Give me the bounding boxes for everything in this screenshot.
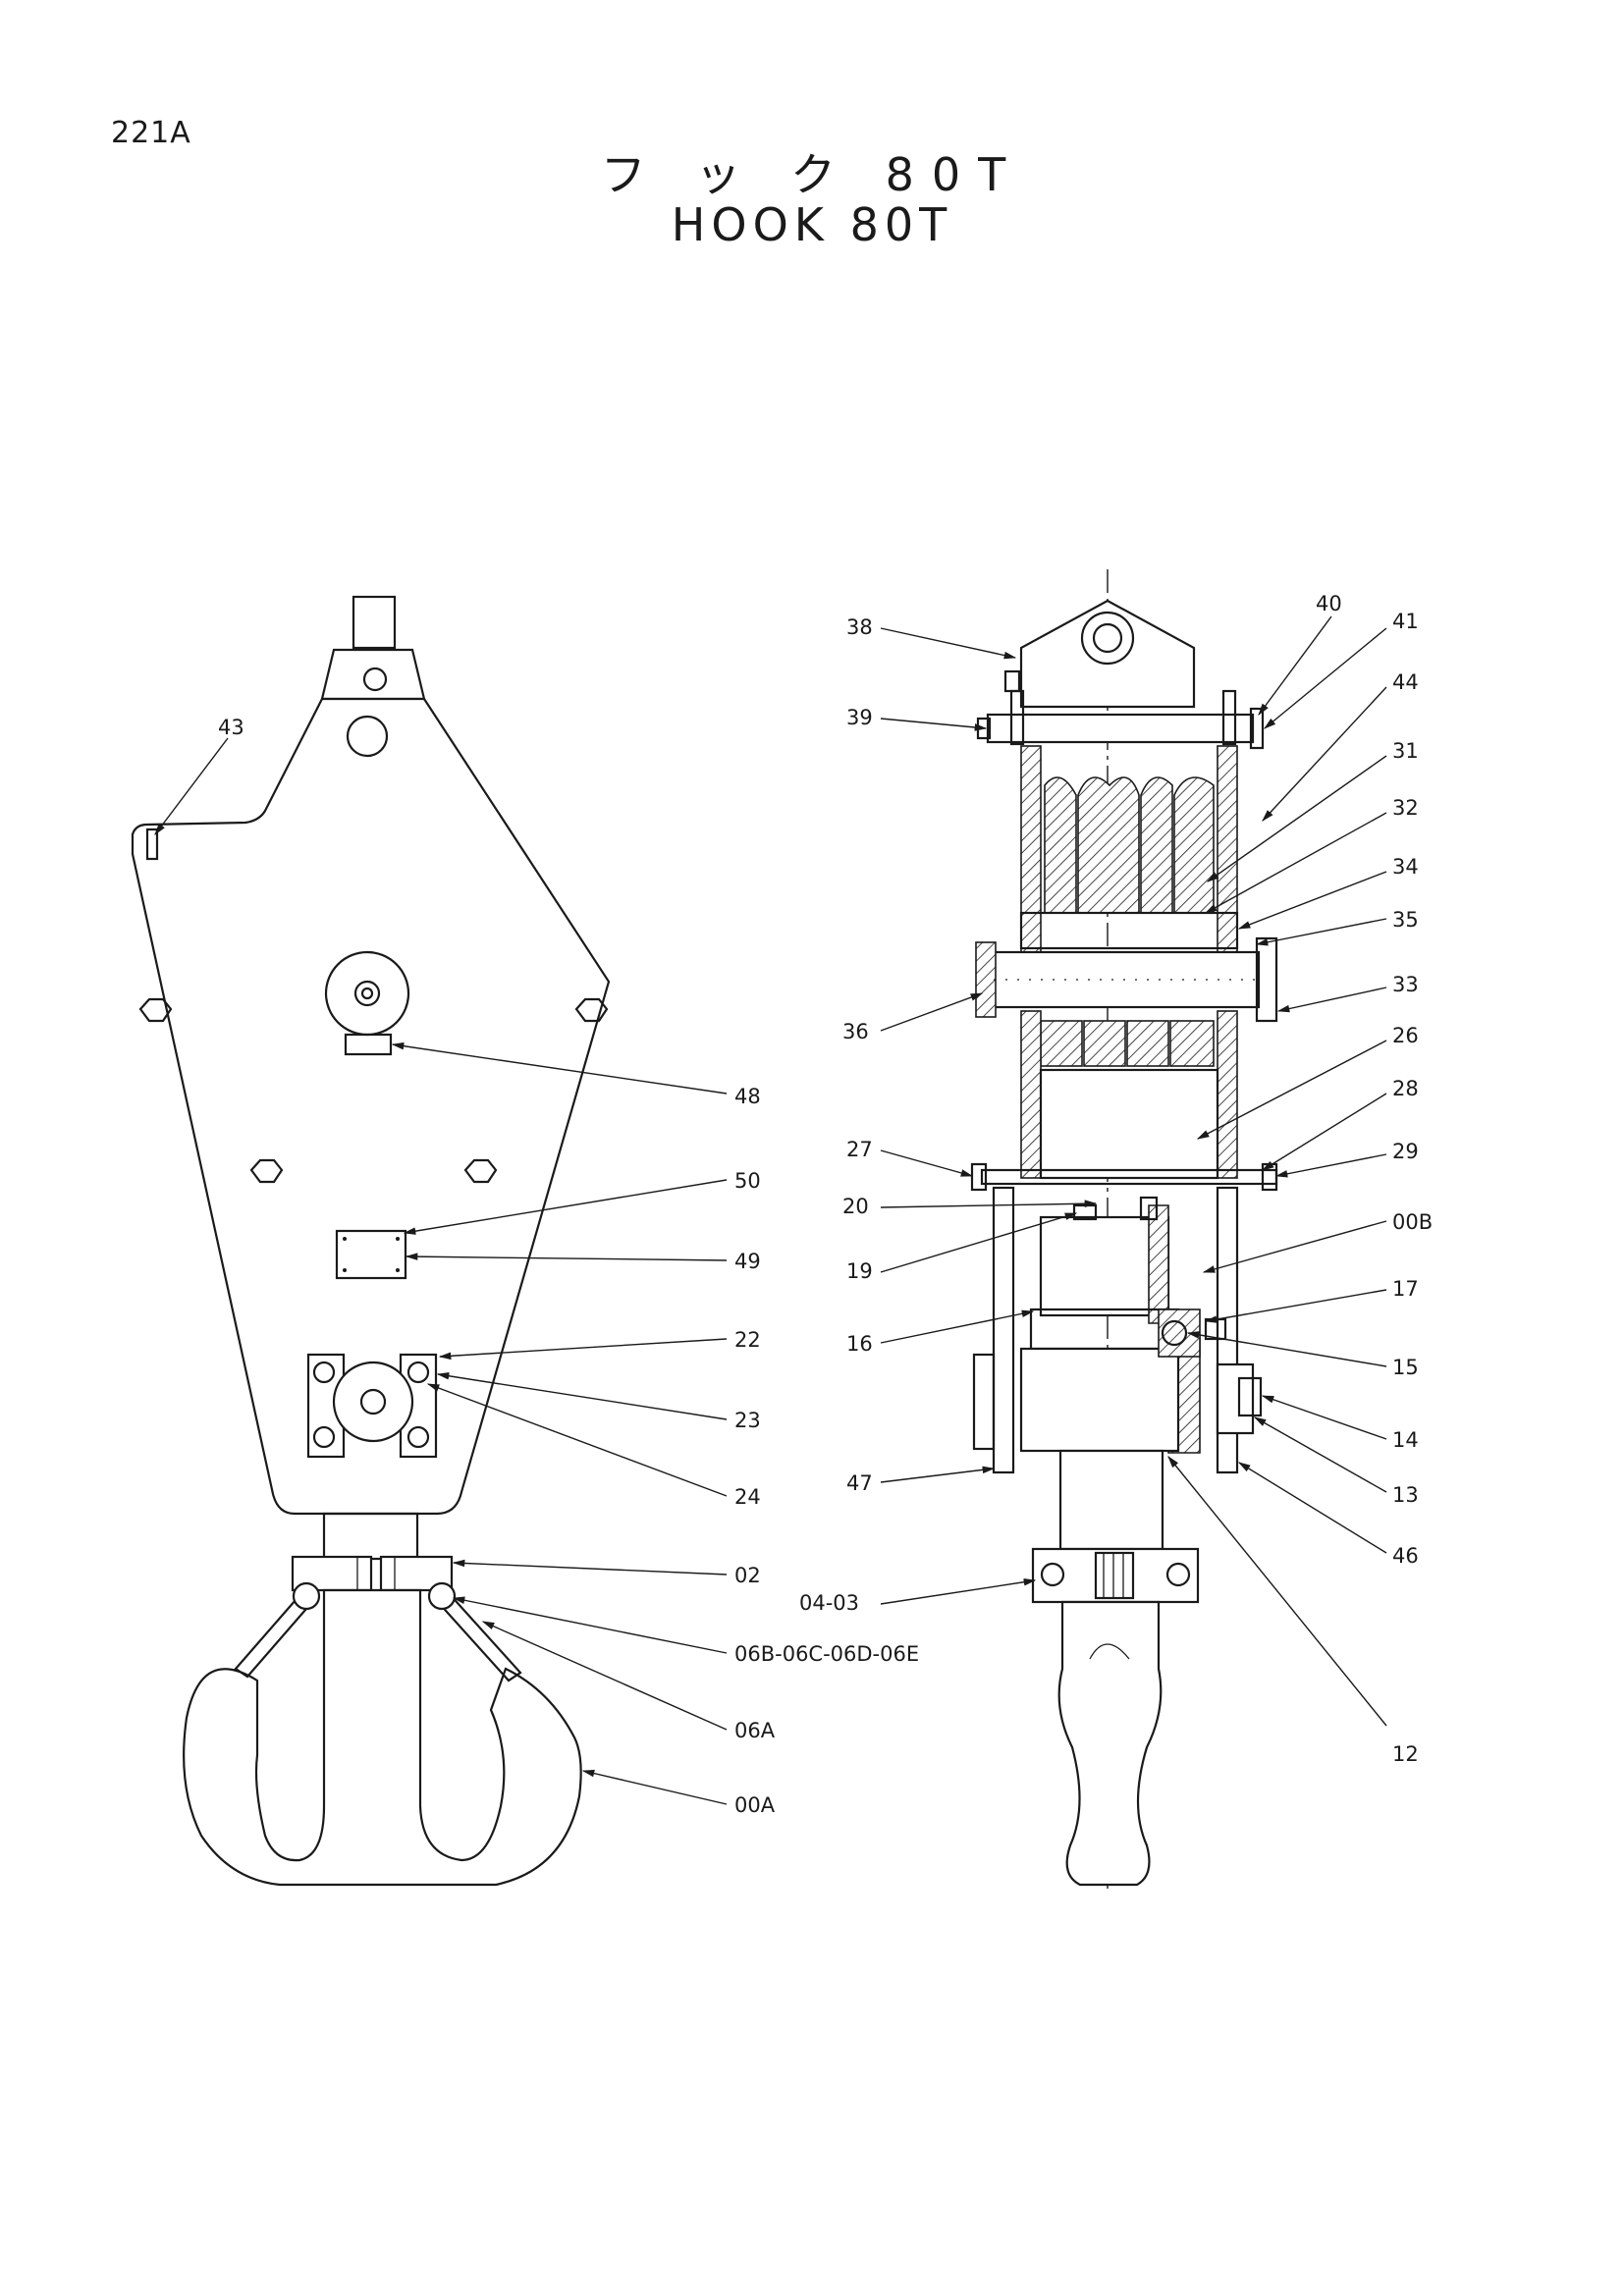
callout-31: 31	[1392, 739, 1419, 763]
top-shackle	[352, 595, 397, 650]
callout-33: 33	[1392, 973, 1419, 996]
callout-26: 26	[1392, 1024, 1419, 1047]
callout-50: 50	[734, 1169, 761, 1193]
callout-16: 16	[846, 1332, 873, 1356]
callout-35: 35	[1392, 908, 1419, 932]
callout-46: 46	[1392, 1544, 1419, 1568]
callout-14: 14	[1392, 1428, 1419, 1452]
callout-00a: 00A	[734, 1793, 776, 1817]
callout-44: 44	[1392, 670, 1419, 694]
callout-06b-06c-06d-06e: 06B-06C-06D-06E	[734, 1642, 919, 1666]
callout-28: 28	[1392, 1077, 1419, 1100]
side-plate-47	[992, 1186, 1015, 1474]
top-lug-side	[1019, 599, 1196, 709]
callout-19: 19	[846, 1259, 873, 1283]
hook-body-side	[1057, 1600, 1163, 1887]
callout-41: 41	[1392, 610, 1419, 633]
hook-shank	[1058, 1449, 1164, 1551]
callout-23: 23	[734, 1409, 761, 1432]
callout-47: 47	[846, 1471, 873, 1495]
callout-34: 34	[1392, 855, 1419, 879]
title-english: HOOK 80T	[671, 198, 953, 251]
callout-39: 39	[846, 706, 873, 729]
callout-43: 43	[218, 716, 244, 739]
callout-27: 27	[846, 1138, 873, 1161]
upper-pin	[986, 713, 1255, 744]
lower-sheaves	[1040, 1020, 1215, 1067]
title-japanese: フ ッ ク 80T	[600, 148, 1024, 201]
callout-labels: 43 48 50 49 22 23 24 02 06B-06C-06D-06E …	[218, 592, 1433, 1817]
top-lug	[320, 648, 426, 701]
callout-17: 17	[1392, 1277, 1419, 1301]
callout-40: 40	[1316, 592, 1342, 615]
crosshead-02	[291, 1555, 373, 1592]
plate-43	[145, 828, 159, 861]
callout-00b: 00B	[1392, 1210, 1433, 1234]
callout-12: 12	[1392, 1742, 1419, 1766]
callout-02: 02	[734, 1564, 761, 1587]
crosshead-0403	[1031, 1547, 1200, 1604]
callout-06a: 06A	[734, 1719, 776, 1742]
callout-22: 22	[734, 1328, 761, 1352]
hook-body-00A	[183, 1588, 582, 1887]
callout-36: 36	[842, 1020, 869, 1043]
upper-sheaves	[1044, 776, 1215, 914]
callout-49: 49	[734, 1250, 761, 1273]
callout-32: 32	[1392, 796, 1419, 820]
callout-48: 48	[734, 1085, 761, 1108]
swivel-bearing	[332, 1361, 414, 1443]
page-code: 221A	[111, 116, 191, 150]
callout-13: 13	[1392, 1483, 1419, 1507]
callout-04-03: 04-03	[799, 1591, 859, 1615]
callout-15: 15	[1392, 1356, 1419, 1379]
callout-38: 38	[846, 615, 873, 639]
middle-pin	[992, 950, 1261, 1009]
side-view	[970, 569, 1278, 1895]
callout-24: 24	[734, 1485, 761, 1509]
guard-26	[1039, 1068, 1219, 1180]
front-view	[131, 595, 611, 1887]
side-plate	[131, 697, 611, 1516]
leader-lines	[154, 615, 1387, 1805]
callout-20: 20	[842, 1195, 869, 1218]
callout-29: 29	[1392, 1140, 1419, 1163]
